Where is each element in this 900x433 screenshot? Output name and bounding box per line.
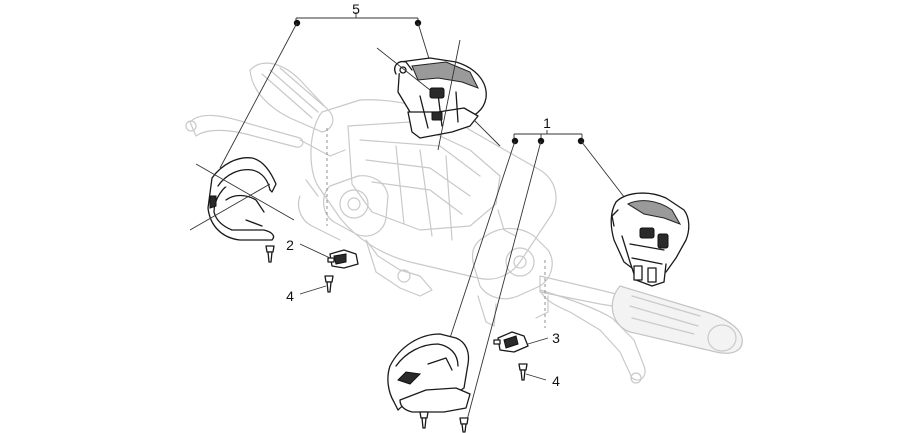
callout-label-2: 2 — [286, 237, 294, 253]
callout-group-1: 1 — [447, 115, 629, 425]
screw-right-guard-b — [459, 417, 469, 433]
callout-label-5: 5 — [352, 1, 360, 17]
left-hand-guard — [207, 157, 277, 241]
handlebar-assembly-ghost — [185, 62, 743, 384]
callout-label-1: 1 — [543, 115, 551, 131]
left-switch-assembly — [394, 57, 487, 139]
connector-bracket-left: 2 — [286, 237, 359, 269]
left-guard-cross-lines — [189, 163, 295, 231]
callout-label-3: 3 — [552, 330, 560, 346]
callout-label-4-right: 4 — [552, 373, 560, 389]
right-switch-assembly — [610, 192, 690, 287]
right-hand-guard — [387, 333, 471, 413]
left-switch-cross-lines — [376, 39, 501, 151]
screw-right-guard-a — [419, 411, 429, 429]
screw-right: 4 — [518, 363, 560, 389]
screw-left: 4 — [286, 275, 334, 304]
callout-label-4-left: 4 — [286, 288, 294, 304]
callout-group-5: 5 — [219, 1, 431, 169]
screw-left-guard — [265, 245, 275, 263]
connector-bracket-right: 3 — [493, 330, 560, 353]
